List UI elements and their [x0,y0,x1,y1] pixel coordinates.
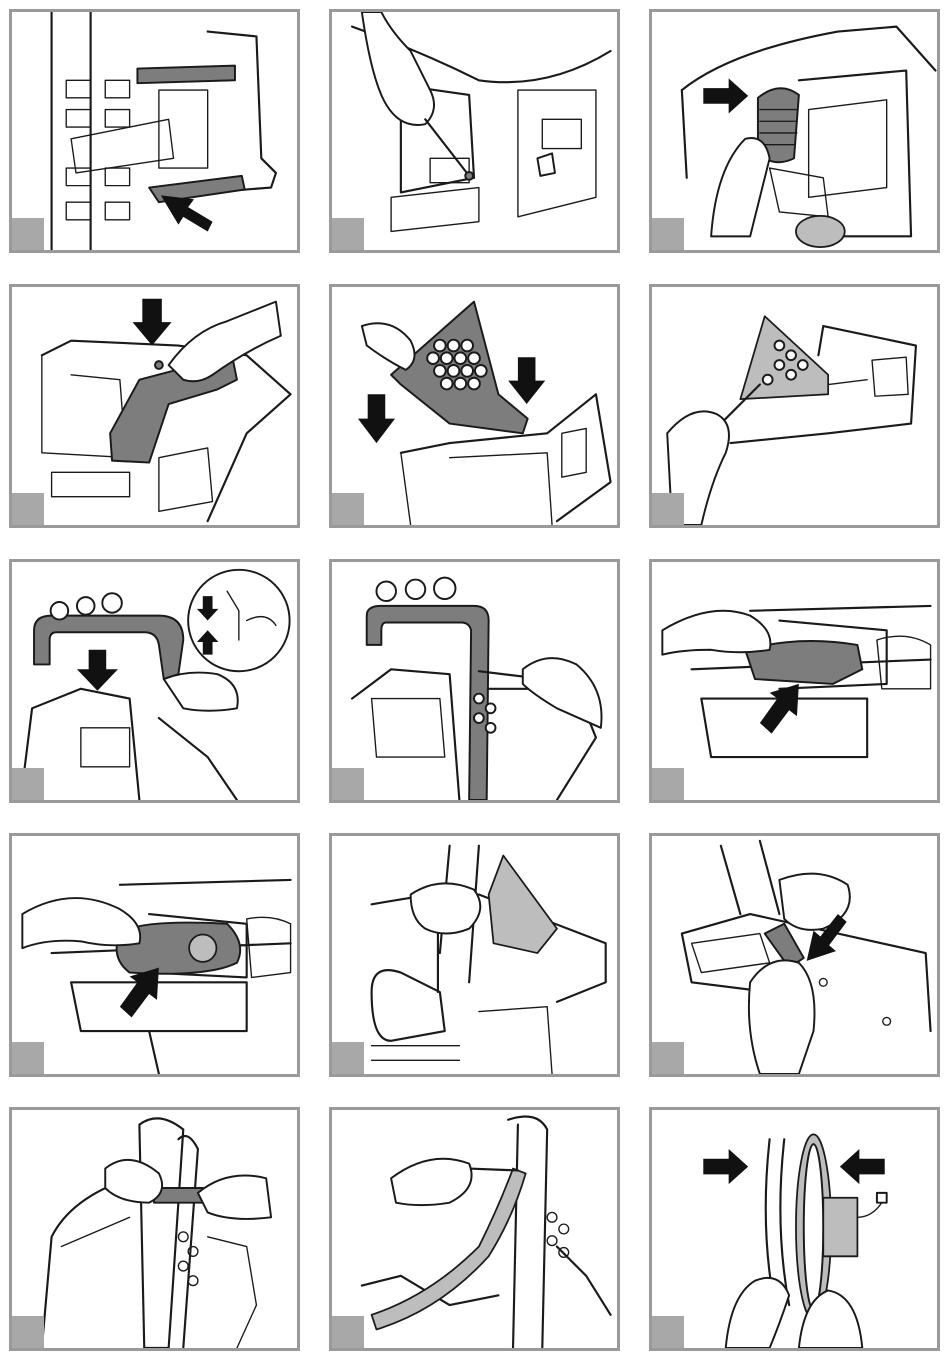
step-1-number-tab [12,218,44,250]
step-5-panel [329,284,620,528]
step-15-panel [649,1107,940,1351]
step-bar-top [137,66,235,84]
step-8-illustration [332,562,617,800]
step-8-number-tab [332,768,364,800]
screwdriver-icon [469,1169,518,1171]
step-11-illustration [332,836,617,1074]
step-15-number-tab [652,1316,684,1348]
step-2-illustration [332,12,617,250]
step-2-number-tab [332,218,364,250]
down-arrow-icon [358,394,395,443]
hex-mesh-panel [489,856,557,954]
step-11-number-tab [332,1042,364,1074]
step-15-illustration [652,1110,937,1348]
step-4-panel [9,284,300,528]
step-4-illustration [12,287,297,525]
step-11-panel [329,833,620,1077]
down-arrow-icon [77,650,118,691]
hand-icon [362,12,434,125]
step-13-number-tab [12,1316,44,1348]
step-5-illustration [332,287,617,525]
step-12-illustration [652,836,937,1074]
step-9-number-tab [652,768,684,800]
step-10-number-tab [12,1042,44,1074]
hand-icon [198,1175,271,1218]
pointing-arrow-icon [703,78,748,113]
step-6-illustration [652,287,937,525]
step-12-panel [649,833,940,1077]
step-3-number-tab [652,218,684,250]
step-10-illustration [12,836,297,1074]
pointing-arrow-icon [120,968,159,1018]
step-1-illustration [12,12,297,250]
step-14-panel [329,1107,620,1351]
step-3-illustration [652,12,937,250]
pointing-arrow-icon [760,684,799,734]
light-bar [367,606,489,800]
pointing-arrow-icon [703,1149,748,1184]
step-9-panel [649,559,940,803]
hex-mesh-panel [740,316,828,399]
step-4-number-tab [12,493,44,525]
step-7-number-tab [12,768,44,800]
hand-icon [749,960,815,1074]
step-7-panel [9,559,300,803]
step-6-number-tab [652,493,684,525]
step-1-panel [9,9,300,253]
step-10-panel [9,833,300,1077]
hand-icon [164,673,238,711]
pointing-arrow-icon [840,1149,885,1184]
step-7-illustration [12,562,297,800]
step-14-illustration [332,1110,617,1348]
step-14-number-tab [332,1316,364,1348]
hand-icon [22,898,140,948]
step-2-panel [329,9,620,253]
hand-icon [662,611,770,655]
step-12-number-tab [652,1042,684,1074]
down-arrow-icon [508,357,545,404]
screwdriver-icon [425,119,469,176]
step-5-number-tab [332,493,364,525]
step-13-illustration [12,1110,297,1348]
step-13-panel [9,1107,300,1351]
hand-icon [362,323,415,370]
step-3-panel [649,9,940,253]
screwdriver-icon [721,385,760,424]
hand-icon [391,1159,471,1205]
hand-icon [411,883,481,933]
step-6-panel [649,284,940,528]
hand-icon [105,1160,162,1203]
down-arrow-icon [133,299,172,346]
step-8-panel [329,559,620,803]
hand-icon [726,1278,789,1348]
hand-icon [523,658,602,728]
hand-icon [711,138,770,236]
step-9-illustration [652,562,937,800]
pointing-arrow-icon [161,195,213,231]
